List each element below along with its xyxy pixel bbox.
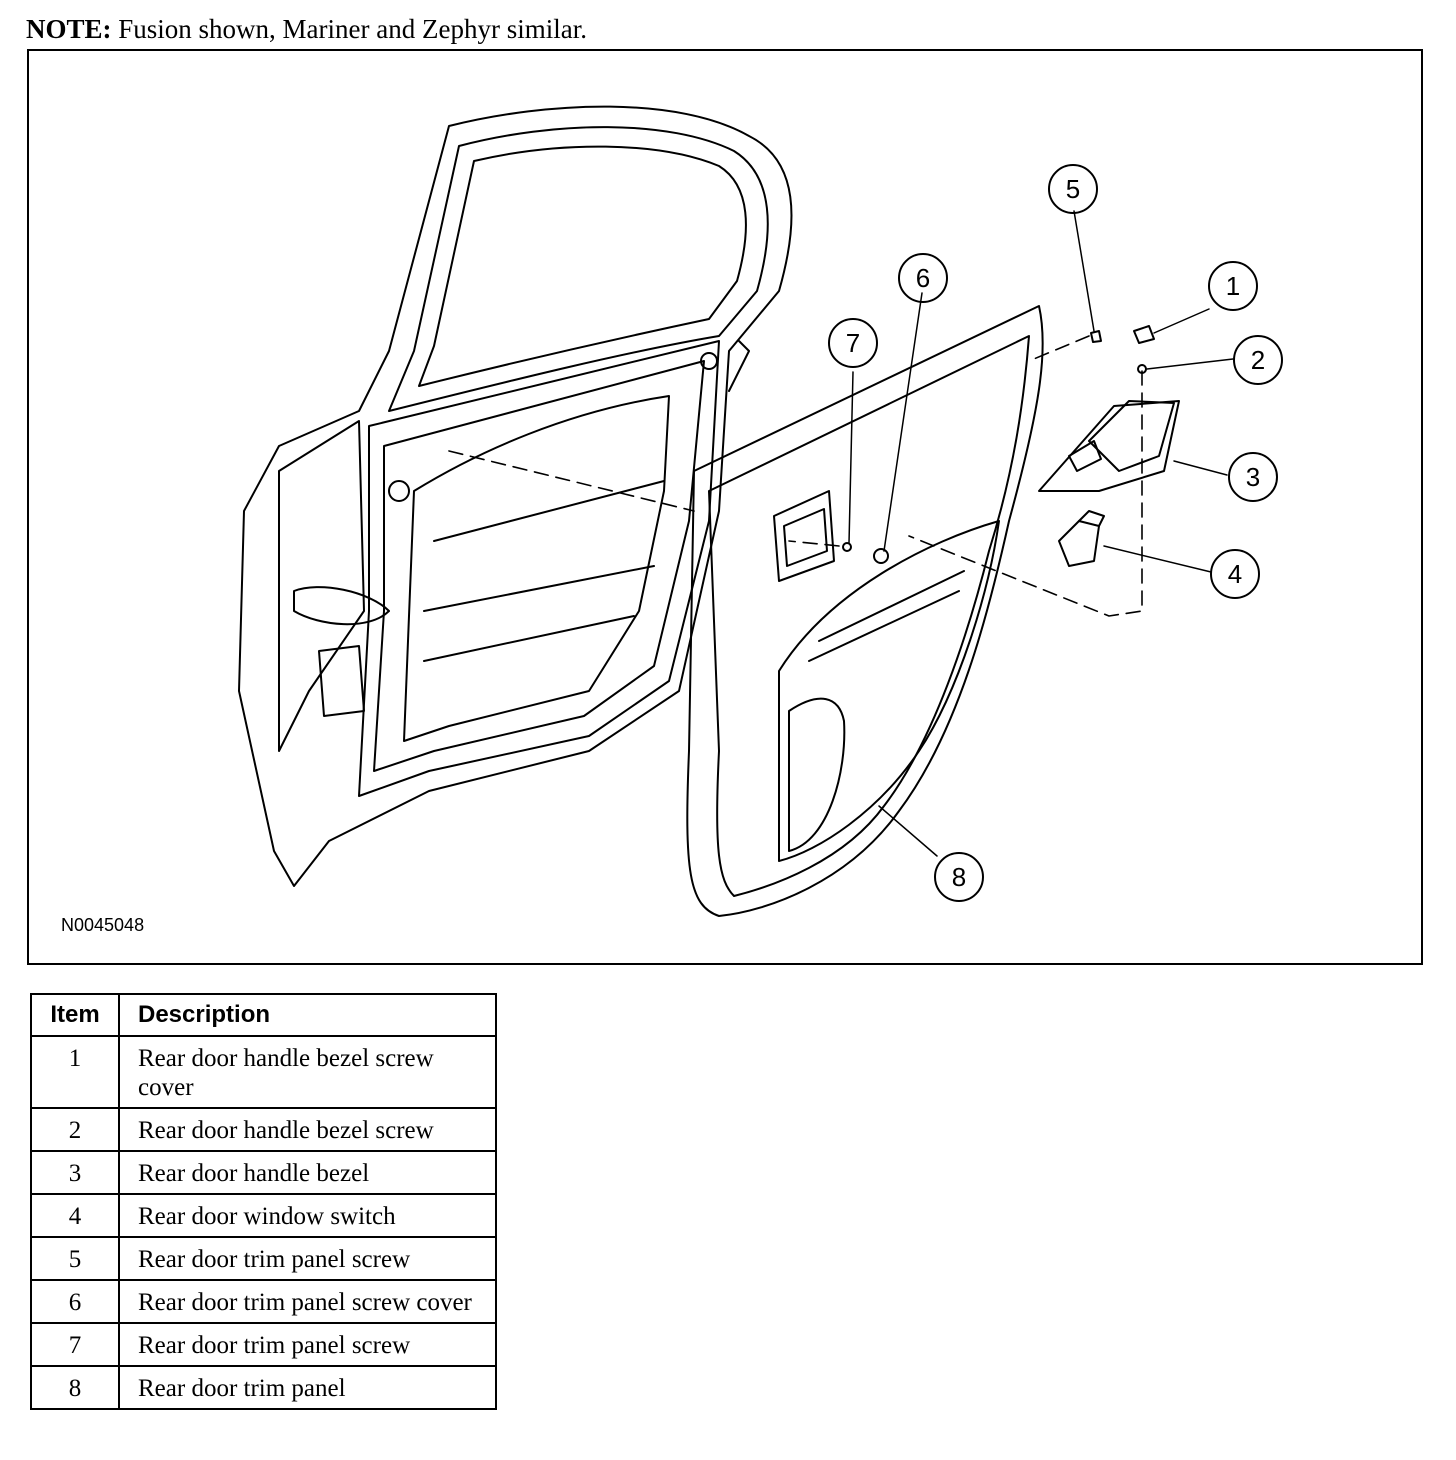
leader-lines (848, 210, 1234, 857)
item-cell: 5 (30, 1236, 120, 1281)
screw-7-part (842, 542, 852, 552)
description-cell: Rear door window switch (118, 1193, 497, 1238)
item-cell: 2 (30, 1107, 120, 1152)
item-cell: 7 (30, 1322, 120, 1367)
note-label: NOTE: (26, 14, 112, 44)
callout-6: 6 (916, 263, 930, 293)
item-header: Item (30, 993, 120, 1037)
screw-cover-part (1133, 325, 1155, 344)
description-header: Description (118, 993, 497, 1037)
callout-1: 1 (1226, 271, 1240, 301)
figure-id: N0045048 (61, 915, 145, 935)
item-cell: 4 (30, 1193, 120, 1238)
description-cell: Rear door handle bezel screw cover (118, 1035, 497, 1109)
legend-header-row: Item Description (30, 993, 497, 1037)
description-cell: Rear door handle bezel screw (118, 1107, 497, 1152)
trim-panel (686, 305, 1044, 917)
description-cell: Rear door handle bezel (118, 1150, 497, 1195)
callout-circles (828, 164, 1283, 902)
callout-8: 8 (952, 862, 966, 892)
trim-screw-part (1090, 330, 1102, 343)
handle-bezel (1038, 400, 1180, 492)
description-cell: Rear door trim panel (118, 1365, 497, 1410)
callout-4: 4 (1228, 559, 1242, 589)
item-cell: 6 (30, 1279, 120, 1324)
item-cell: 8 (30, 1365, 120, 1410)
exploded-view-figure: 1 2 3 4 5 6 7 8 N0045048 (27, 49, 1423, 965)
callout-7: 7 (846, 328, 860, 358)
callout-numbers: 1 2 3 4 5 6 7 8 (846, 174, 1265, 892)
assembly-lines (448, 335, 1143, 617)
door-shell (238, 105, 793, 887)
window-switch (1058, 510, 1105, 567)
description-cell: Rear door trim panel screw (118, 1236, 497, 1281)
door-exploded-drawing: 1 2 3 4 5 6 7 8 (238, 105, 1283, 917)
item-cell: 3 (30, 1150, 120, 1195)
description-cell: Rear door trim panel screw cover (118, 1279, 497, 1324)
callout-5: 5 (1066, 174, 1080, 204)
note-text: Fusion shown, Mariner and Zephyr similar… (118, 14, 587, 44)
note-line: NOTE: Fusion shown, Mariner and Zephyr s… (26, 12, 587, 46)
screw-cover-6-part (873, 548, 889, 564)
callout-3: 3 (1246, 462, 1260, 492)
description-cell: Rear door trim panel screw (118, 1322, 497, 1367)
item-cell: 1 (30, 1035, 120, 1109)
callout-2: 2 (1251, 345, 1265, 375)
